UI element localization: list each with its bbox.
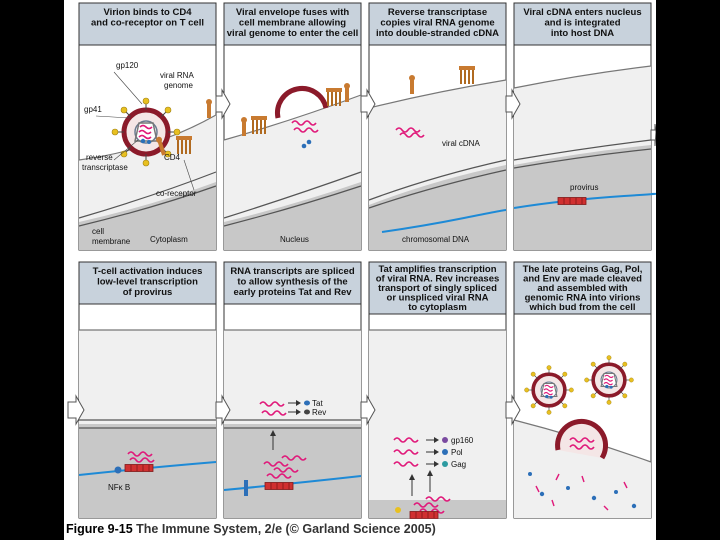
panel-title-4-line-3: into host DNA [551, 28, 614, 39]
panel-3 [369, 3, 506, 250]
label-gp41: gp41 [84, 105, 102, 114]
label-cell-membrane-1: cell [92, 227, 104, 236]
panel-title-6-line-3: early proteins Tat and Rev [233, 287, 352, 298]
panel-6 [224, 262, 361, 518]
label-viral-rna-genome-2: genome [164, 81, 193, 90]
label-pol: Pol [451, 448, 463, 457]
panel-4 [514, 3, 656, 250]
figure-caption: Figure 9-15 The Immune System, 2/e (© Ga… [66, 522, 436, 536]
label-cytoplasm: Cytoplasm [150, 235, 188, 244]
panel-title-6-line-1: RNA transcripts are spliced [230, 266, 354, 277]
label-tat: Tat [312, 399, 323, 408]
label-provirus: provirus [570, 183, 598, 192]
label-chromosomal-dna: chromosomal DNA [402, 235, 470, 244]
panel-title-3-line-3: into double-stranded cDNA [376, 28, 499, 39]
label-reverse-transcriptase-2: transcriptase [82, 163, 128, 172]
panel-title-2-line-1: Viral envelope fuses with [236, 7, 350, 18]
panel-title-5-line-2: low-level transcription [97, 277, 198, 288]
label-gp160: gp160 [451, 436, 474, 445]
label-cell-membrane-2: membrane [92, 237, 131, 246]
panel-title-3-line-2: copies viral RNA genome [380, 18, 494, 29]
panel-2 [224, 3, 361, 250]
panel-title-5-line-3: of provirus [123, 287, 173, 298]
label-reverse-transcriptase-1: reverse [86, 153, 113, 162]
label-nfkb: NFκ B [108, 483, 130, 492]
panel-1 [79, 3, 216, 250]
panel-title-7-line-5: to cytoplasm [408, 302, 467, 313]
label-cd4: CD4 [164, 153, 181, 162]
panel-title-8-line-5: which bud from the cell [528, 302, 635, 313]
panel-title-2-line-3: viral genome to enter the cell [227, 28, 358, 39]
panel-title-4-line-1: Viral cDNA enters nucleus [523, 7, 641, 18]
label-gp120: gp120 [116, 61, 139, 70]
panel-title-2-line-2: cell membrane allowing [239, 18, 346, 29]
panel-title-1-line-2: and co-receptor on T cell [91, 18, 204, 29]
label-viral-cdna: viral cDNA [442, 139, 480, 148]
panel-5 [79, 262, 216, 518]
panel-title-6-line-2: to allow synthesis of the [237, 277, 347, 288]
caption-source: The Immune System, 2/e (© Garland Scienc… [133, 522, 436, 536]
label-co-receptor: co-receptor [156, 189, 197, 198]
caption-figure-number: Figure 9-15 [66, 522, 133, 536]
panel-title-3-line-1: Reverse transcriptase [388, 7, 487, 18]
label-nucleus: Nucleus [280, 235, 309, 244]
right-arrow-icon [651, 124, 656, 146]
panel-title-4-line-2: and is integrated [544, 18, 620, 29]
label-viral-rna-genome-1: viral RNA [160, 71, 194, 80]
label-gag: Gag [451, 460, 466, 469]
panel-title-1-line-1: Virion binds to CD4 [104, 7, 193, 18]
panel-title-5-line-1: T-cell activation induces [93, 266, 203, 277]
label-rev: Rev [312, 408, 326, 417]
